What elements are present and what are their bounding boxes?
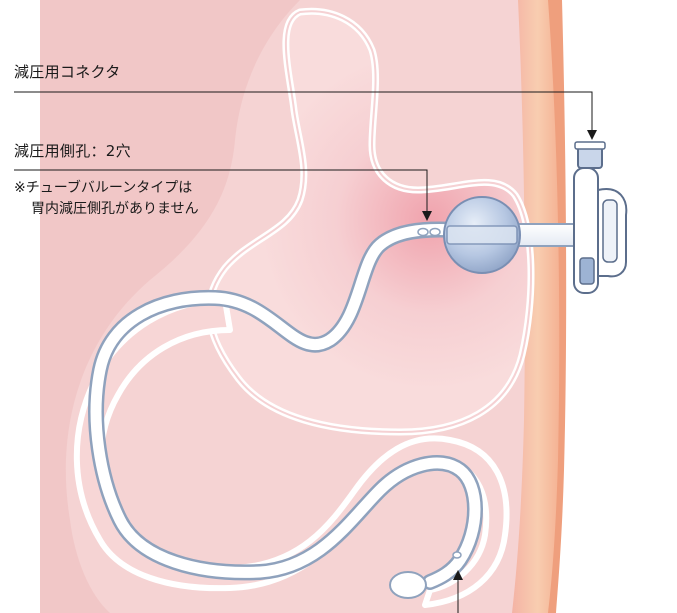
balloon-tube-segment — [447, 226, 517, 244]
balloon-type-note: ※チューブバルーンタイプは 胃内減圧側孔がありません — [14, 178, 199, 220]
external-connector — [574, 142, 626, 293]
tube-tip — [390, 572, 426, 598]
note-line-2: 胃内減圧側孔がありません — [14, 199, 199, 220]
side-hole-label: 減圧用側孔：2穴 — [14, 142, 131, 160]
connector-label: 減圧用コネクタ — [14, 63, 121, 81]
connector-arrowhead — [587, 130, 597, 140]
side-hole-1 — [418, 229, 428, 236]
tip-side-hole — [453, 552, 461, 558]
note-line-1: ※チューブバルーンタイプは — [14, 178, 199, 199]
side-hole-2 — [430, 229, 440, 236]
